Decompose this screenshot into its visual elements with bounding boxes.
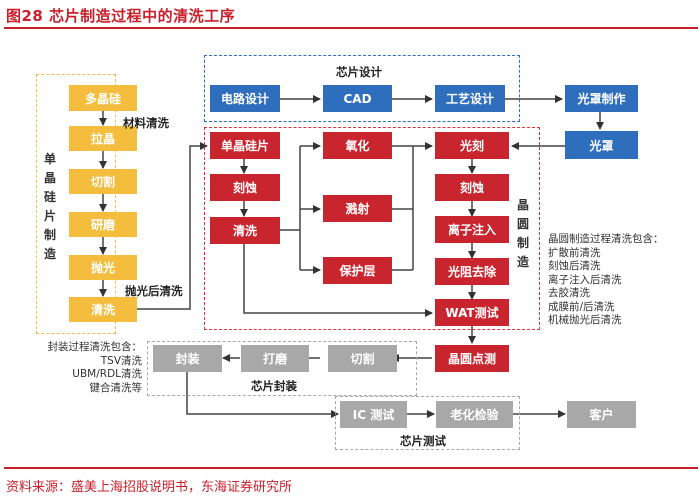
wafer-step-resist-strip: 光阻去除 (435, 258, 509, 285)
design-step-cad: CAD (323, 85, 392, 112)
wafer-group-label: 晶圆制造 (516, 198, 529, 269)
test-step-aging: 老化检验 (436, 401, 513, 428)
wafer-step-oxidation: 氧化 (323, 132, 392, 159)
package-step-cut: 切割 (328, 345, 397, 372)
arrow-package-to-ictest (186, 371, 339, 418)
mask-box: 光罩 (565, 131, 638, 159)
wafer-step-single-crystal: 单晶硅片 (210, 132, 280, 159)
wafer-step-lithography: 光刻 (435, 132, 509, 159)
footer-rule (4, 467, 698, 469)
testing-group-label: 芯片测试 (400, 434, 446, 448)
wafer-probe-box: 晶圆点测 (435, 345, 509, 372)
silicon-group-label: 单晶硅片制造 (43, 152, 56, 261)
silicon-step-polysilicon: 多晶硅 (69, 85, 137, 111)
packaging-group-label: 芯片封装 (251, 379, 297, 393)
material-clean-label: 材料清洗 (123, 116, 169, 130)
source-note: 资料来源：盛美上海招股说明书，东海证券研究所 (6, 480, 293, 495)
silicon-frame (36, 74, 116, 334)
design-step-process: 工艺设计 (435, 85, 505, 112)
wafer-step-etch-1: 刻蚀 (210, 174, 280, 201)
silicon-step-polish: 抛光 (69, 255, 137, 280)
design-step-circuit: 电路设计 (210, 85, 280, 112)
wafer-step-sputter: 溅射 (323, 195, 392, 222)
package-step-package: 封装 (153, 345, 222, 372)
packaging-cleaning-note: 封装过程清洗包含： TSV清洗 UBM/RDL清洗 键合清洗等 (47, 341, 143, 394)
title-rule (4, 27, 698, 29)
wafer-step-clean: 清洗 (210, 217, 280, 244)
arrow-clean-to-wat (243, 244, 433, 317)
testing-frame (335, 396, 520, 450)
design-group-label: 芯片设计 (336, 65, 382, 79)
silicon-step-crystal-pull: 拉晶 (69, 126, 137, 151)
wafer-step-wat-test: WAT测试 (435, 299, 509, 326)
wafer-step-passivation: 保护层 (323, 257, 392, 284)
silicon-step-grind: 研磨 (69, 212, 137, 237)
figure-title: 图28 芯片制造过程中的清洗工序 (6, 7, 236, 25)
arrow-silicon-to-wafer (136, 142, 208, 310)
wafer-step-ion-implant: 离子注入 (435, 216, 509, 243)
wafer-step-etch-2: 刻蚀 (435, 174, 509, 201)
post-polish-clean-label: 抛光后清洗 (125, 284, 183, 298)
wafer-frame (204, 127, 540, 330)
test-step-ic-test: IC 测试 (340, 401, 407, 428)
wafer-cleaning-note: 晶圆制造过程清洗包含： 扩散前清洗 刻蚀后清洗 离子注入后清洗 去胶清洗 成膜前… (548, 233, 664, 326)
silicon-step-cut: 切割 (69, 169, 137, 194)
mask-make-box: 光罩制作 (565, 85, 638, 112)
package-step-grind: 打磨 (241, 345, 309, 372)
design-frame (204, 55, 520, 122)
silicon-step-clean: 清洗 (69, 297, 137, 322)
packaging-frame (147, 341, 417, 396)
customer-box: 客户 (567, 401, 636, 428)
